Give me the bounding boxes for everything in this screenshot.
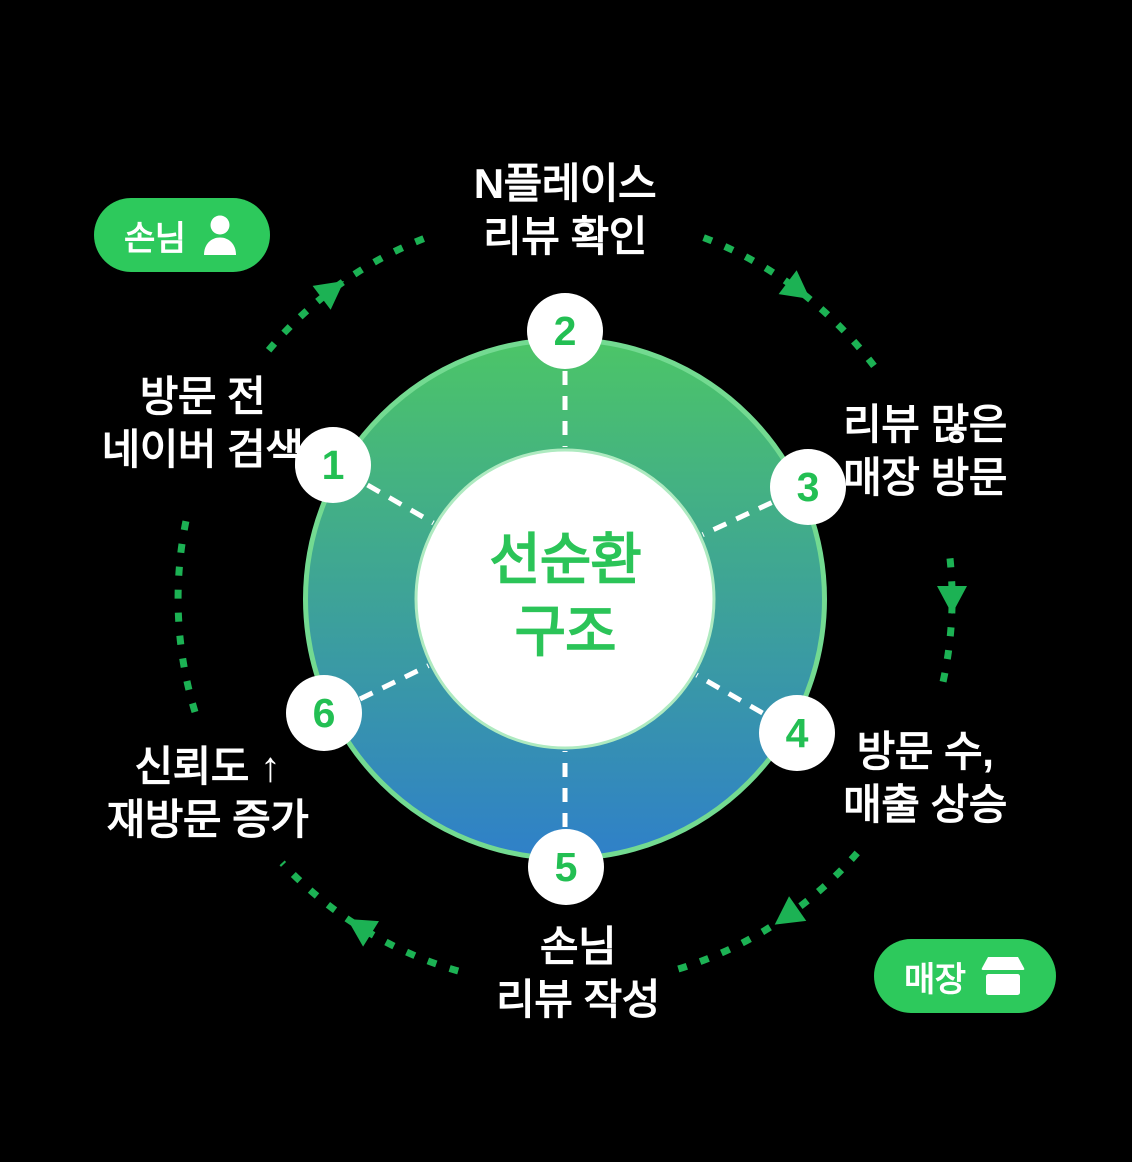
- step-5-label: 손님 리뷰 작성: [428, 920, 728, 1027]
- step-number-text: 6: [312, 689, 336, 736]
- label-line: 네이버 검색: [101, 426, 304, 474]
- step-1-number: 1: [295, 427, 371, 503]
- label-line: 리뷰 확인: [483, 213, 647, 261]
- step-5-number: 5: [528, 829, 604, 905]
- flow-arrow-icon: [937, 586, 967, 614]
- label-line: 방문 수,: [856, 728, 994, 775]
- label-line: 매장 방문: [843, 454, 1007, 502]
- flow-arrow-icon: [774, 896, 807, 925]
- store-icon: [981, 957, 1024, 995]
- label-line: 매출 상승: [843, 781, 1007, 829]
- label-line: 재방문 증가: [106, 796, 309, 844]
- step-number-text: 5: [554, 843, 578, 890]
- segment-dividers: [358, 371, 773, 827]
- step-number-text: 2: [553, 307, 577, 354]
- step-2-number: 2: [527, 293, 603, 369]
- step-number-text: 1: [321, 441, 345, 488]
- flow-arrow-icon: [312, 280, 344, 310]
- label-line: 리뷰 많은: [843, 401, 1007, 448]
- customer-badge-label: 손님: [124, 219, 186, 258]
- step-6-label: 신뢰도 ↑ 재방문 증가: [55, 740, 360, 847]
- person-icon: [203, 215, 236, 255]
- page-title: 선순환 구조: [415, 524, 715, 667]
- store-badge: 매장: [874, 939, 1056, 1013]
- store-badge-label: 매장: [904, 960, 966, 999]
- flow-arrow-icon: [778, 270, 810, 300]
- step-4-label: 방문 수, 매출 상승: [790, 725, 1060, 832]
- step-number-text: 4: [785, 709, 809, 756]
- label-line: N플레이스: [473, 160, 657, 207]
- step-6-number: 6: [286, 675, 362, 751]
- step-number-text: 3: [796, 463, 820, 510]
- step-4-number: 4: [759, 695, 835, 771]
- flow-arrowheads: [312, 270, 967, 947]
- label-line: 신뢰도 ↑: [134, 743, 281, 790]
- title-line1: 선순환: [489, 528, 642, 591]
- title-line2: 구조: [514, 599, 616, 663]
- customer-badge: 손님: [94, 198, 270, 272]
- step-1-label: 방문 전 네이버 검색: [50, 370, 355, 477]
- label-line: 방문 전: [139, 373, 266, 420]
- flow-arrow-icon: [347, 919, 379, 947]
- center-circle: [414, 448, 716, 750]
- step-2-label: N플레이스 리뷰 확인: [365, 157, 765, 264]
- step-3-number: 3: [770, 449, 846, 525]
- label-line: 리뷰 작성: [496, 976, 660, 1024]
- label-line: 손님: [539, 923, 617, 970]
- step-3-label: 리뷰 많은 매장 방문: [790, 398, 1060, 505]
